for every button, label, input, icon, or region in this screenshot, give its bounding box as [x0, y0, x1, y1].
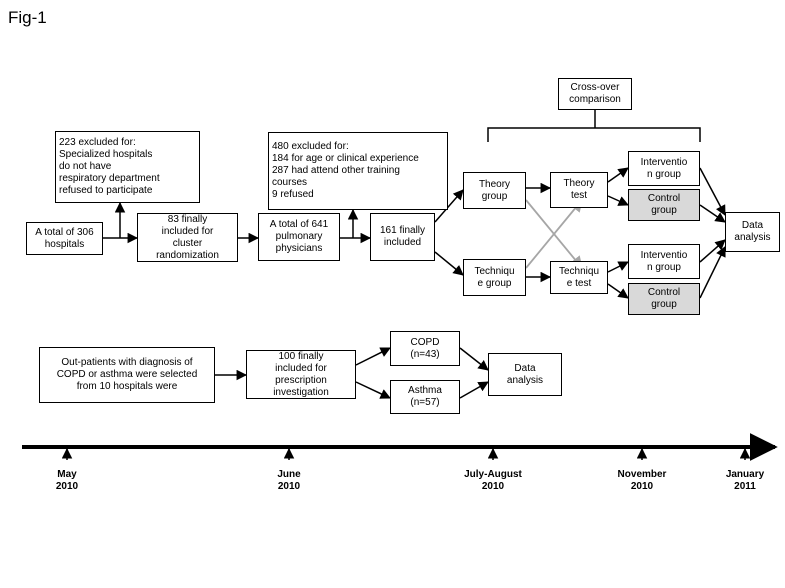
intervention-group-box-2: Interventio n group: [628, 244, 700, 279]
timeline-label-january-2011: January 2011: [725, 469, 765, 492]
control-group-box-1: Control group: [628, 189, 700, 221]
data-analysis-box-2: Data analysis: [488, 353, 562, 396]
total-306-hospitals-box: A total of 306 hospitals: [26, 222, 103, 255]
cross-over-comparison-box: Cross-over comparison: [558, 78, 632, 110]
theory-test-box: Theory test: [550, 172, 608, 208]
data-analysis-box-1: Data analysis: [725, 212, 780, 252]
outpatients-box: Out-patients with diagnosis of COPD or a…: [39, 347, 215, 403]
theory-group-box: Theory group: [463, 172, 526, 209]
asthma-box: Asthma (n=57): [390, 380, 460, 414]
technique-group-box: Techniqu e group: [463, 259, 526, 296]
timeline-label-november-2010: November 2010: [617, 469, 667, 492]
finally-161-box: 161 finally included: [370, 213, 435, 261]
timeline-label-june-2010: June 2010: [277, 469, 301, 492]
timeline-label-july-august-2010: July-August 2010: [464, 469, 522, 492]
figure-label: Fig-1: [8, 8, 47, 27]
technique-test-box: Techniqu e test: [550, 261, 608, 294]
finally-100-box: 100 finally included for prescription in…: [246, 350, 356, 399]
total-641-physicians-box: A total of 641 pulmonary physicians: [258, 213, 340, 261]
timeline-label-may-2010: May 2010: [55, 469, 79, 492]
excluded-480-box: 480 excluded for: 184 for age or clinica…: [268, 132, 448, 210]
excluded-223-box: 223 excluded for: Specialized hospitals …: [55, 131, 200, 203]
control-group-box-2: Control group: [628, 283, 700, 315]
finally-83-box: 83 finally included for cluster randomiz…: [137, 213, 238, 262]
intervention-group-box-1: Interventio n group: [628, 151, 700, 186]
copd-box: COPD (n=43): [390, 331, 460, 366]
